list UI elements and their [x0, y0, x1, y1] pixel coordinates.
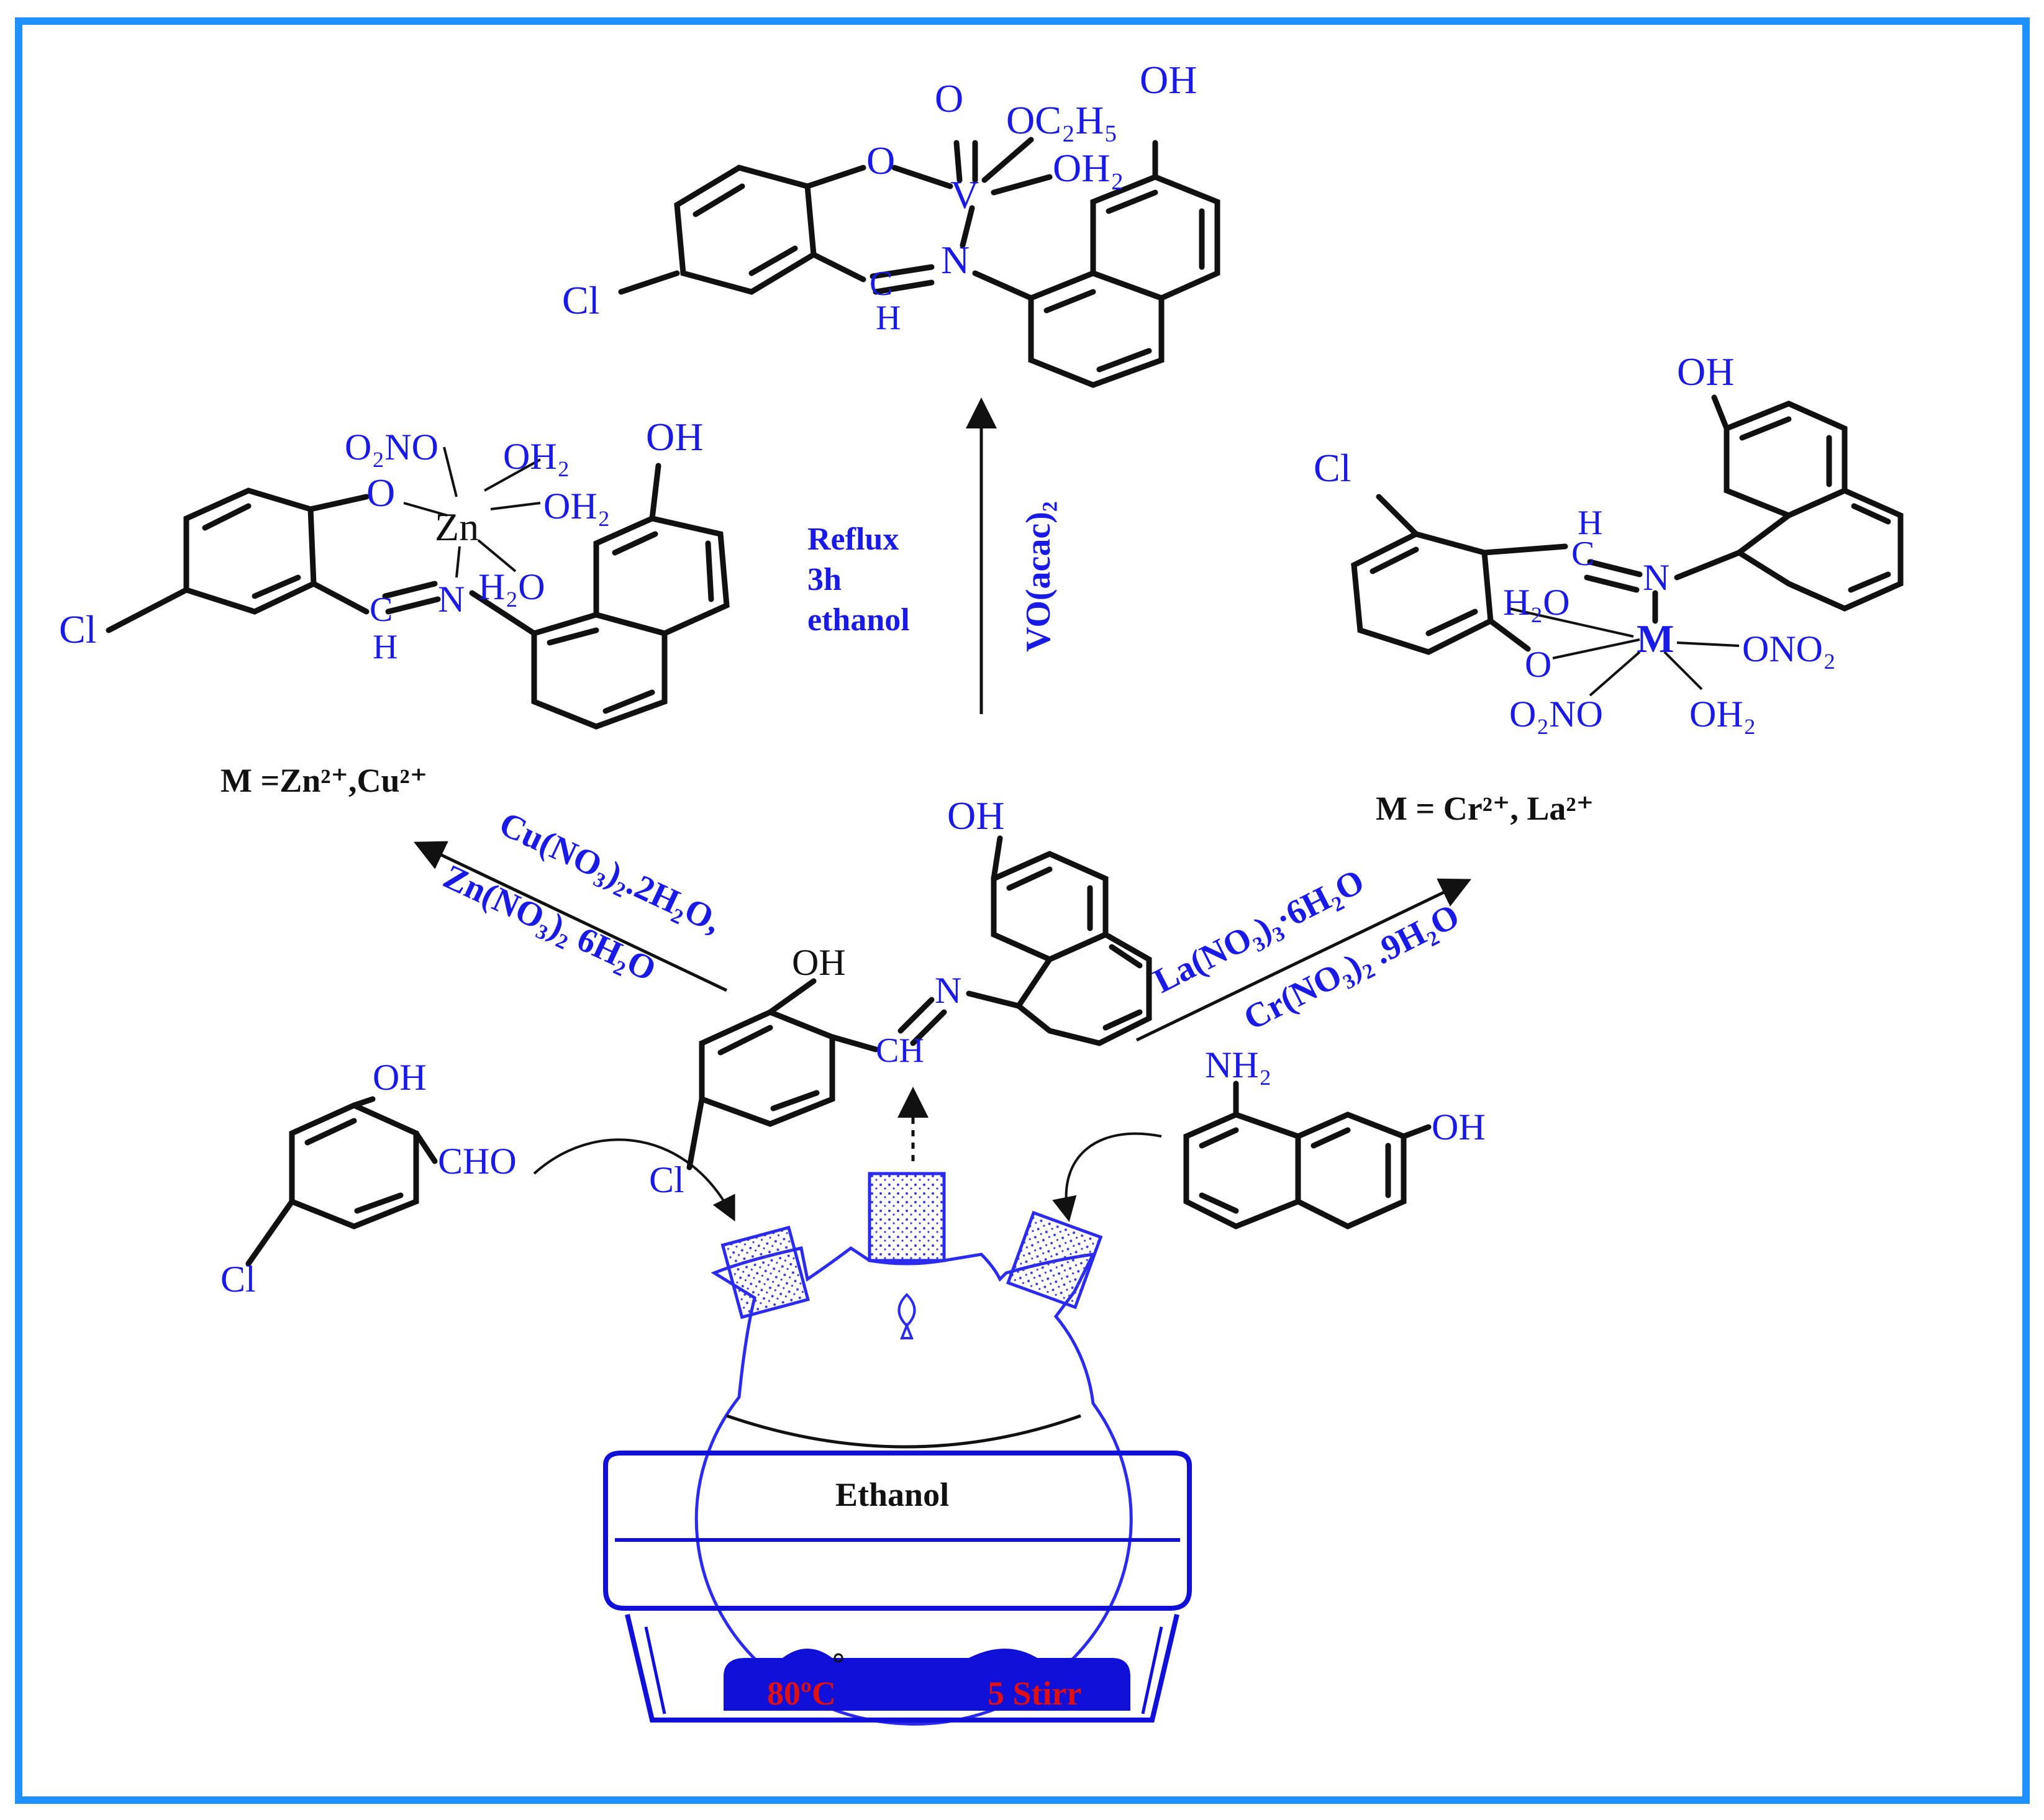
- left-oh2b-label: OH₂: [543, 486, 611, 527]
- outer-border: [15, 17, 2030, 1804]
- left-cl-label: Cl: [59, 607, 96, 651]
- top-oxo-label: O: [935, 76, 963, 120]
- left-h2o-label: H₂O: [478, 566, 545, 607]
- right-ono2-label: ONO₂: [1742, 628, 1836, 669]
- arrow-right: [1135, 878, 1472, 1042]
- left-oh-label: OH: [646, 415, 703, 459]
- right-caption: M = Cr²⁺, La²⁺: [1376, 790, 1594, 827]
- top-oh2-label: OH₂: [1053, 146, 1124, 190]
- right-h2o-label: H₂O: [1503, 582, 1570, 623]
- up-cond-reflux: Reflux: [807, 522, 899, 557]
- left-h-label: H: [373, 628, 397, 666]
- amine-nh2: NH₂: [1205, 1044, 1272, 1085]
- right-cl-label: Cl: [1314, 446, 1351, 490]
- ligand-oh-top: OH: [947, 794, 1004, 838]
- top-h-label: H: [876, 299, 901, 337]
- aldehyde-reactant: OH CHO Cl: [220, 1057, 517, 1300]
- top-v-label: V: [950, 173, 979, 217]
- feed-arrow-right: [1052, 1132, 1162, 1222]
- vanadium-complex: Cl O V O OC₂H₅ OH₂ N C H OH: [562, 58, 1220, 388]
- display-temperature: 80ºC: [767, 1675, 836, 1712]
- top-oet-label: OC₂H₅: [1006, 98, 1118, 142]
- top-cl-label: Cl: [562, 278, 599, 322]
- zinc-complex: Cl O Zn O₂NO OH₂ OH₂ H₂O N C H OH M =Zn²…: [59, 415, 730, 799]
- arrow-left: [413, 841, 728, 992]
- left-zn-label: Zn: [435, 505, 479, 549]
- top-n-label: N: [941, 238, 970, 282]
- feed-arrow-left: [533, 1138, 735, 1222]
- amine-reactant: NH₂ OH: [1183, 1044, 1486, 1229]
- up-cond-solvent: ethanol: [807, 602, 910, 638]
- left-c-label: C: [370, 591, 393, 629]
- left-oh2a-label: OH₂: [503, 436, 570, 477]
- display-stir: 5 Stirr: [988, 1675, 1081, 1712]
- ligand-n: N: [935, 970, 961, 1011]
- top-oh-label: OH: [1140, 58, 1197, 102]
- metal-complex-right: Cl OH C H N H₂O M O ONO₂ O₂NO OH₂ M = Cr…: [1314, 350, 1904, 827]
- aldehyde-cho: CHO: [438, 1141, 517, 1182]
- left-o-label: O: [366, 471, 395, 515]
- amine-oh: OH: [1432, 1107, 1486, 1148]
- left-n-label: N: [438, 579, 465, 620]
- right-h-label: H: [1578, 504, 1602, 542]
- right-o-label: O: [1525, 644, 1551, 685]
- three-neck-flask: Ethanol: [694, 1172, 1133, 1726]
- ligand-cl: Cl: [649, 1159, 684, 1200]
- top-o-label: O: [866, 138, 895, 183]
- control-display: [724, 1649, 1130, 1711]
- right-oh-label: OH: [1677, 350, 1734, 394]
- left-caption: M =Zn²⁺,Cu²⁺: [220, 762, 427, 799]
- right-o2no-label: O₂NO: [1509, 694, 1603, 735]
- aldehyde-oh: OH: [373, 1057, 427, 1098]
- hot-plate-stirrer: 80ºC 5 Stirr: [603, 1451, 1192, 1723]
- right-m-label: M: [1637, 617, 1674, 661]
- aldehyde-cl: Cl: [220, 1259, 256, 1300]
- right-n-label: N: [1643, 557, 1669, 598]
- top-c-label: C: [870, 265, 893, 303]
- up-reagent: VO(acac)₂: [1019, 501, 1058, 652]
- up-cond-time: 3h: [807, 562, 842, 597]
- schiff-base-ligand: OH N OH CH Cl: [649, 794, 1152, 1200]
- flask-solvent: Ethanol: [835, 1476, 949, 1513]
- ligand-ch: CH: [876, 1031, 924, 1070]
- ligand-oh: OH: [792, 942, 846, 983]
- right-oh2-label: OH₂: [1689, 694, 1756, 735]
- right-c-label: C: [1571, 535, 1594, 573]
- left-o2no-label: O₂NO: [345, 427, 438, 468]
